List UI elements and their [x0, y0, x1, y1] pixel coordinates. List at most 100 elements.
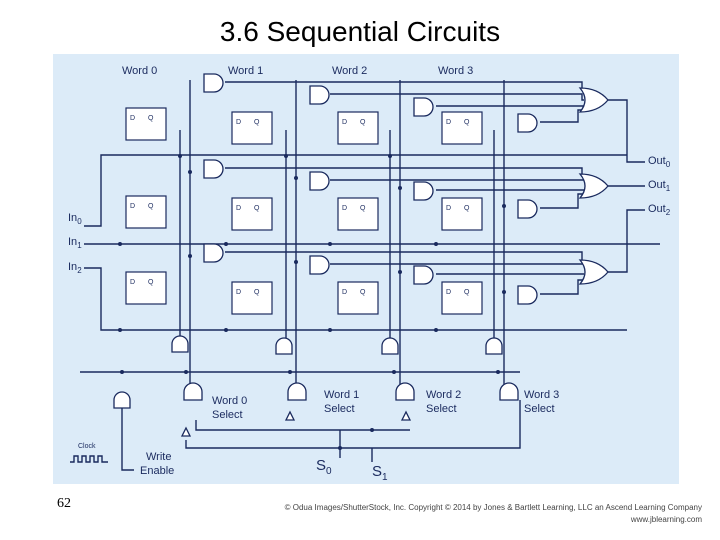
svg-text:D: D — [130, 203, 135, 210]
svg-text:Q: Q — [148, 279, 154, 286]
inverter-0a — [180, 426, 192, 437]
svg-text:D: D — [342, 205, 347, 212]
svg-text:D: D — [236, 205, 241, 212]
word-1-header: Word 1 — [228, 65, 263, 77]
svg-text:Q: Q — [254, 289, 260, 296]
inverter-2a — [400, 410, 412, 421]
select-s1-label: S1 — [372, 463, 388, 483]
output-out2-wire — [606, 209, 645, 273]
row-1-last-wire — [540, 193, 584, 209]
inverter-1a — [284, 410, 296, 421]
input-in2-wire — [84, 267, 627, 331]
svg-text:D: D — [446, 205, 451, 212]
select-bus-s0 — [185, 400, 521, 449]
svg-text:D: D — [236, 289, 241, 296]
clock-and-gate — [113, 391, 131, 409]
credit-line-2: www.jblearning.com — [630, 515, 702, 524]
svg-text:Q: Q — [464, 119, 470, 126]
output-or-gates — [578, 87, 609, 285]
svg-text:Q: Q — [148, 203, 154, 210]
write-enable-line1: Write — [146, 451, 171, 463]
and-gate-r0-c0 — [203, 73, 224, 93]
svg-text:D: D — [446, 289, 451, 296]
and-gate-r2-c3 — [517, 285, 538, 305]
word-3-select-line2: Select — [524, 403, 555, 415]
output-out0-label: Out0 — [648, 155, 671, 169]
svg-text:Q: Q — [464, 205, 470, 212]
svg-text:Q: Q — [360, 119, 366, 126]
word-2-header: Word 2 — [332, 65, 367, 77]
row-0-mid-wire — [330, 93, 584, 101]
write-and-gate-0 — [171, 335, 189, 353]
write-and-gate-3 — [485, 337, 503, 355]
and-gate-r0-c2 — [413, 97, 434, 117]
input-in0-label: In0 — [68, 212, 82, 226]
svg-text:D: D — [130, 115, 135, 122]
word-1-select-line1: Word 1 — [324, 389, 359, 401]
register-file-circuit-diagram: Word 0 Word 1 Word 2 Word 3 In0 In1 In2 … — [53, 54, 679, 484]
word-0-select-line2: Select — [212, 409, 243, 421]
clock-waveform-icon — [70, 455, 108, 463]
svg-text:Q: Q — [254, 205, 260, 212]
word-1-select-line2: Select — [324, 403, 355, 415]
svg-text:Q: Q — [148, 115, 154, 122]
and-gate-r1-c3 — [517, 199, 538, 219]
or-gate-out1 — [578, 173, 609, 199]
select-s0-label: S0 — [316, 457, 332, 477]
and-gate-r2-c2 — [413, 265, 434, 285]
input-in2-label: In2 — [68, 261, 82, 275]
word-2-select-line2: Select — [426, 403, 457, 415]
svg-text:D: D — [236, 119, 241, 126]
svg-text:Q: Q — [464, 289, 470, 296]
svg-text:D: D — [130, 279, 135, 286]
slide-title: 3.6 Sequential Circuits — [219, 16, 501, 47]
svg-text:Q: Q — [360, 205, 366, 212]
decoder-gates — [180, 382, 519, 437]
clock-input-wire — [121, 408, 134, 471]
output-out1-label: Out1 — [648, 179, 671, 193]
row-2-read-wire — [225, 251, 583, 263]
clock-label: Clock — [78, 443, 96, 450]
word-3-header: Word 3 — [438, 65, 473, 77]
decoder-and-gate-0 — [183, 382, 203, 401]
write-and-gates — [113, 335, 503, 409]
word-2-select-line1: Word 2 — [426, 389, 461, 401]
read-and-gates — [203, 73, 538, 305]
and-gate-r0-c3 — [517, 113, 538, 133]
decoder-and-gate-2 — [395, 382, 415, 401]
and-gate-r2-c0 — [203, 243, 224, 263]
input-in0-wire — [84, 154, 627, 227]
write-and-gate-2 — [381, 337, 399, 355]
slide-number: 62 — [57, 496, 71, 511]
decoder-and-gate-1 — [287, 382, 307, 401]
select-bus-s1 — [195, 420, 410, 462]
and-gate-r0-c1 — [309, 85, 330, 105]
word-0-header: Word 0 — [122, 65, 157, 77]
svg-text:D: D — [446, 119, 451, 126]
junction-dots — [118, 154, 506, 450]
and-gate-r1-c1 — [309, 171, 330, 191]
write-enable-line2: Enable — [140, 465, 174, 477]
copyright-credit: © Odua Images/ShutterStock, Inc. Copyrig… — [232, 502, 702, 526]
svg-text:D: D — [342, 119, 347, 126]
and-gate-r1-c2 — [413, 181, 434, 201]
decoder-and-gate-3 — [499, 382, 519, 401]
or-gate-out2 — [578, 259, 609, 285]
input-in1-label: In1 — [68, 236, 82, 250]
word-0-select-line1: Word 0 — [212, 395, 247, 407]
svg-text:D: D — [342, 289, 347, 296]
write-and-gate-1 — [275, 337, 293, 355]
credit-line-1: © Odua Images/ShutterStock, Inc. Copyrig… — [284, 503, 702, 512]
